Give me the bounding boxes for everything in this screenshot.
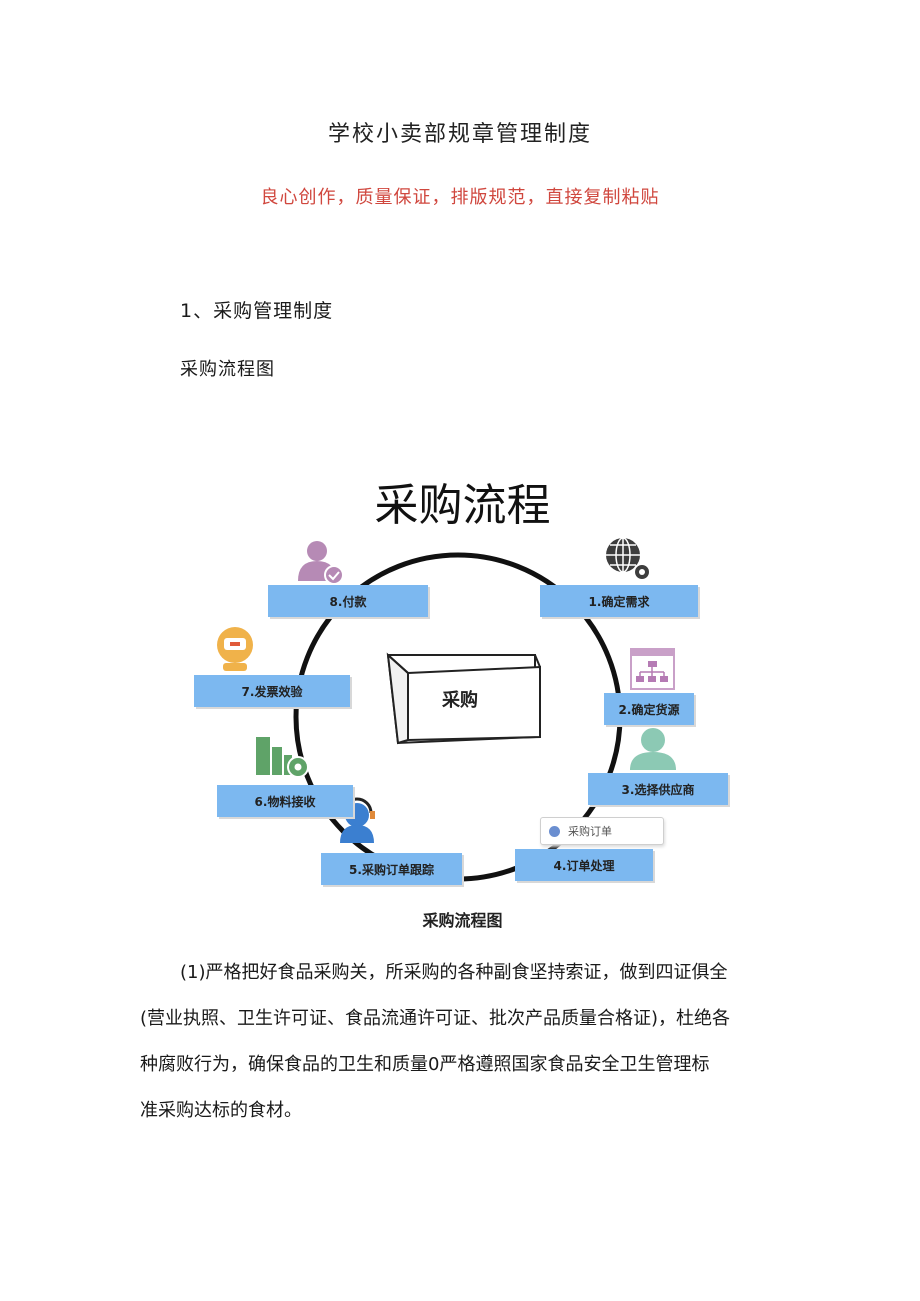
paragraph-line: (营业执照、卫生许可证、食品流通许可证、批次产品质量合格证)，杜绝各: [140, 1008, 731, 1029]
person-check-icon: [298, 541, 344, 585]
buildings-gear-icon: [256, 737, 309, 778]
diagram-title: 采购流程: [374, 480, 551, 531]
robot-icon: [217, 627, 253, 671]
section-heading: 1、采购管理制度: [180, 300, 334, 322]
step-3-select-supplier: 3.选择供应商: [588, 773, 728, 805]
step-2-determine-sources: 2.确定货源: [604, 693, 694, 725]
paragraph-line: 准采购达标的食材。: [140, 1100, 302, 1121]
step-1-determine-needs: 1.确定需求: [540, 585, 698, 617]
document-subtitle: 良心创作，质量保证，排版规范，直接复制粘贴: [260, 187, 660, 208]
step-4-order-processing: 4.订单处理: [515, 849, 653, 881]
person-icon: [630, 728, 676, 770]
globe-gear-icon: [606, 537, 651, 581]
document-title: 学校小卖部规章管理制度: [327, 122, 592, 147]
center-box: [386, 652, 541, 745]
center-label: 采购: [442, 690, 478, 711]
purchase-order-chip-label: 采购订单: [568, 825, 612, 838]
sitemap-window-icon: [630, 648, 675, 690]
step-8-pay: 8.付款: [268, 585, 428, 617]
step-6-material-receipt: 6.物料接收: [217, 785, 353, 817]
body-paragraph: (1)严格把好食品采购关，所采购的各种副食坚持索证，做到四证俱全 (营业执照、卫…: [140, 950, 790, 1134]
purchase-order-chip: 采购订单: [540, 817, 664, 845]
procurement-flow-diagram: 采购流程: [190, 455, 735, 940]
diagram-caption: 采购流程图: [422, 911, 503, 930]
document-icon: [549, 825, 560, 837]
paragraph-line: 种腐败行为，确保食品的卫生和质量0严格遵照国家食品安全卫生管理标: [140, 1054, 710, 1075]
diagram-graphics: [217, 537, 676, 882]
step-7-invoice-verification: 7.发票效验: [194, 675, 350, 707]
figure-caption: 采购流程图: [180, 359, 275, 380]
paragraph-line: (1)严格把好食品采购关，所采购的各种副食坚持索证，做到四证俱全: [180, 962, 728, 983]
step-5-order-tracking: 5.采购订单跟踪: [321, 853, 462, 885]
